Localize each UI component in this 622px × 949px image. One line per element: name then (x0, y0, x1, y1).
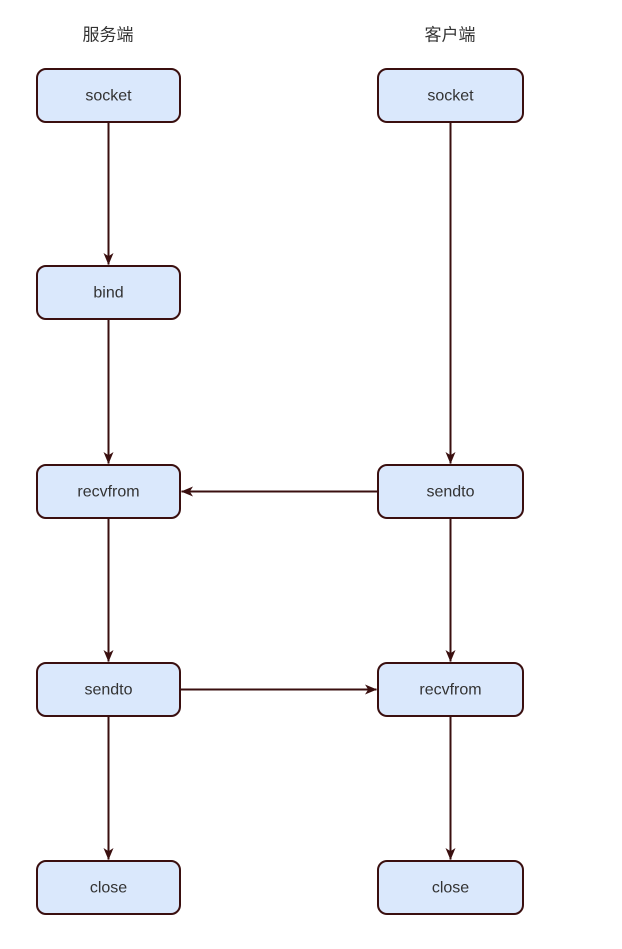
node-server-close-box (36, 860, 181, 915)
node-server-recvfrom: recvfrom (36, 464, 181, 519)
node-client-socket-label: socket (427, 88, 474, 105)
node-client-socket-box (377, 68, 524, 123)
node-server-socket-label: socket (85, 88, 132, 105)
node-client-close: close (377, 860, 524, 915)
node-server-bind-box (36, 265, 181, 320)
node-client-recvfrom-label: recvfrom (419, 682, 481, 699)
node-server-recvfrom-label: recvfrom (77, 484, 139, 501)
node-server-close: close (36, 860, 181, 915)
node-server-sendto-label: sendto (84, 682, 132, 699)
node-client-close-label: close (432, 880, 469, 897)
node-server-sendto: sendto (36, 662, 181, 717)
node-server-socket-box (36, 68, 181, 123)
node-server-bind-label: bind (93, 285, 123, 302)
node-client-recvfrom: recvfrom (377, 662, 524, 717)
node-server-sendto-box (36, 662, 181, 717)
node-client-socket: socket (377, 68, 524, 123)
node-server-close-label: close (90, 880, 127, 897)
node-client-sendto: sendto (377, 464, 524, 519)
client-column-title: 客户端 (425, 26, 476, 45)
node-server-recvfrom-box (36, 464, 181, 519)
node-client-recvfrom-box (377, 662, 524, 717)
node-server-socket: socket (36, 68, 181, 123)
node-client-close-box (377, 860, 524, 915)
node-client-sendto-label: sendto (426, 484, 474, 501)
node-server-bind: bind (36, 265, 181, 320)
node-client-sendto-box (377, 464, 524, 519)
server-column-title: 服务端 (83, 26, 134, 45)
